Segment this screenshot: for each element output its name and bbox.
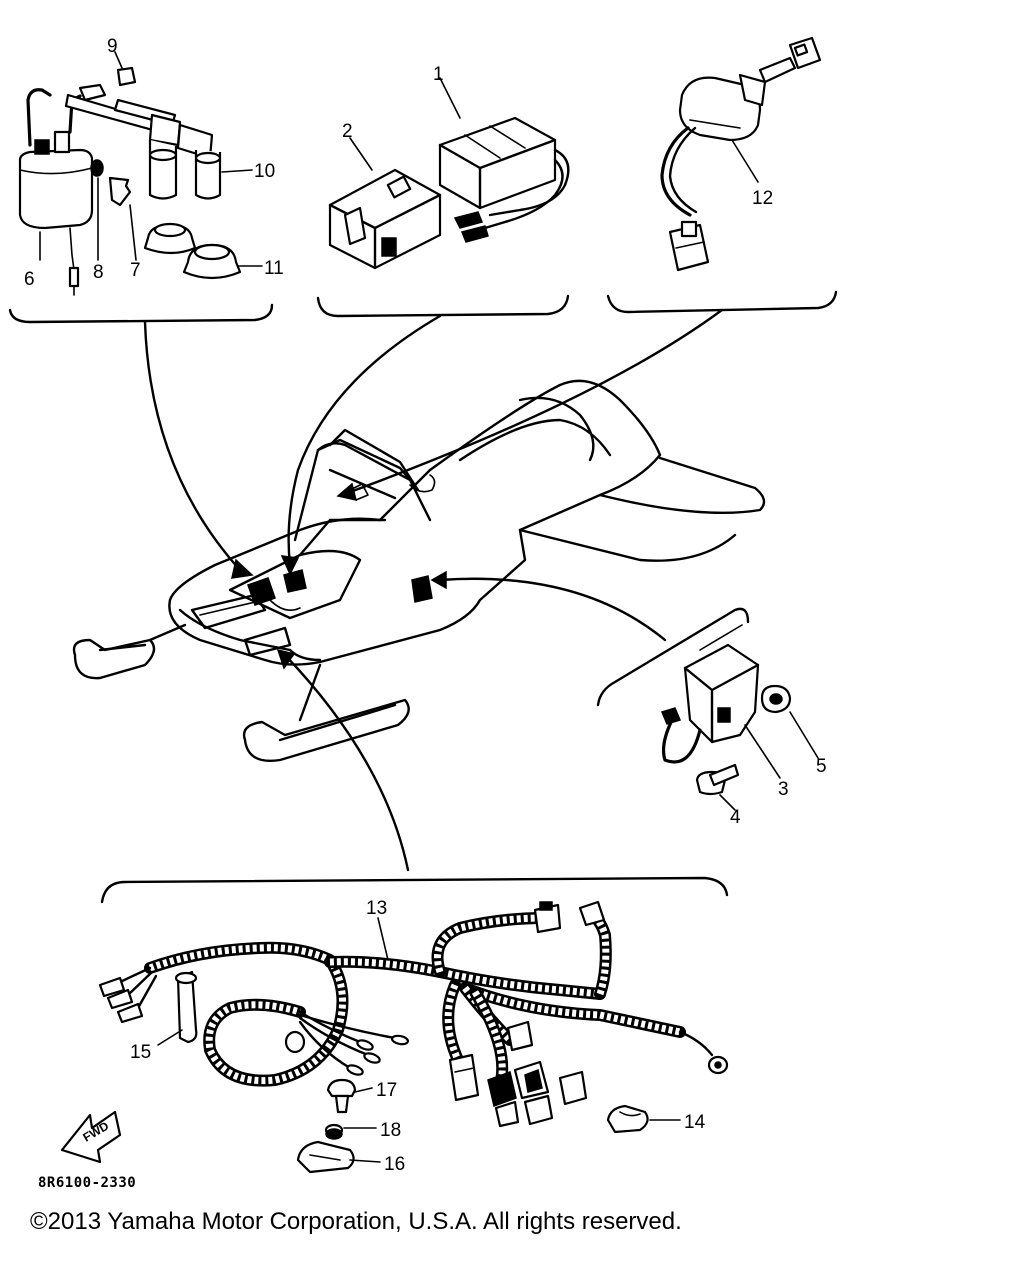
part-label-3: 3: [778, 779, 789, 800]
part-label-6: 6: [24, 269, 35, 290]
part-label-18: 18: [380, 1120, 401, 1141]
cdi-unit-group: [316, 77, 570, 318]
forward-arrow-icon: FWD: [60, 1110, 122, 1164]
part-label-11: 11: [264, 258, 284, 279]
part-label-10: 10: [254, 161, 275, 182]
part-label-15: 15: [130, 1042, 151, 1063]
part-label-14: 14: [684, 1112, 706, 1133]
main-switch-group: [606, 36, 838, 314]
part-label-8: 8: [93, 262, 104, 283]
part-label-16: 16: [384, 1154, 405, 1175]
part-label-2: 2: [342, 121, 353, 142]
snowmobile: [72, 379, 766, 762]
part-label-5: 5: [816, 756, 827, 777]
part-label-12: 12: [752, 188, 773, 209]
regulator-group: [596, 607, 819, 811]
part-label-13: 13: [366, 898, 387, 919]
part-number-labels: 1 2 3 4 5 6 7 8 9 10 11 12 13 14 15 16 1…: [24, 36, 827, 1175]
part-label-4: 4: [730, 807, 741, 828]
diagram-code: 8R6100-2330: [38, 1175, 137, 1191]
part-label-7: 7: [130, 260, 141, 281]
wire-harness-group: [98, 876, 729, 1174]
copyright-notice: ©2013 Yamaha Motor Corporation, U.S.A. A…: [30, 1208, 682, 1235]
callout-lines: [143, 308, 724, 872]
part-label-9: 9: [107, 36, 118, 57]
part-label-1: 1: [433, 64, 444, 85]
part-label-17: 17: [376, 1080, 397, 1101]
ignition-coil-group: [8, 51, 274, 324]
